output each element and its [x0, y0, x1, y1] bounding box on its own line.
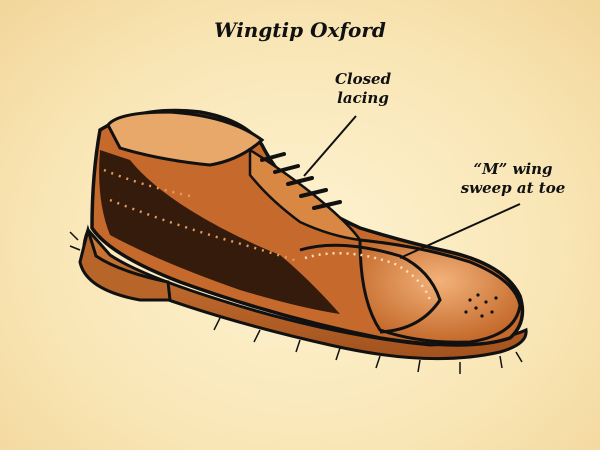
wing-sweep-label-line-2: sweep at toe — [460, 179, 566, 197]
closed-lacing-label-line-1: Closed — [334, 70, 392, 88]
closed-lacing-label: Closed lacing — [318, 70, 408, 108]
closed-lacing-leader — [303, 115, 357, 177]
quarter-shadow — [99, 150, 340, 314]
wing-sweep-label: “M” wing sweep at toe — [448, 160, 578, 198]
shoe-lining — [106, 110, 265, 167]
wing-sweep — [299, 243, 442, 334]
quarter-perforations — [109, 198, 301, 264]
toe-cap — [358, 238, 522, 344]
shoe-laces — [260, 152, 342, 210]
closed-lacing-label-line-2: lacing — [337, 89, 389, 107]
toe-medallion — [464, 293, 498, 318]
ground-strokes — [69, 231, 523, 374]
wing-sweep-label-line-1: “M” wing — [473, 160, 553, 178]
shoe-heel — [78, 224, 172, 302]
wing-sweep-perforations — [304, 251, 432, 301]
shoe-sole — [82, 227, 528, 361]
wing-sweep-leader — [399, 203, 521, 259]
diagram-title: Wingtip Oxford — [214, 18, 386, 42]
heel-perforations — [103, 168, 191, 198]
